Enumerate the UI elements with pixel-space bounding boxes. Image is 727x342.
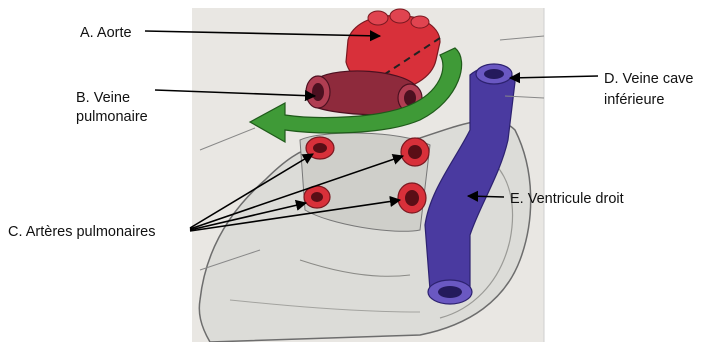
label-ventricule-droit: E. Ventricule droit	[510, 190, 624, 209]
pulmonary-artery-1-lumen	[313, 143, 327, 153]
pulmonary-vein-left-lumen	[312, 83, 324, 101]
label-arteres-pulmonaires: C. Artères pulmonaires	[8, 223, 155, 242]
pulmonary-artery-2-lumen	[311, 192, 323, 202]
pulmonary-artery-4-lumen	[405, 190, 419, 206]
label-veine-cave-line1: D. Veine cave	[604, 70, 693, 89]
aorta-branch-3	[411, 16, 429, 28]
vena-cava-top-lumen	[484, 69, 504, 79]
vena-cava-bottom-lumen	[438, 286, 462, 298]
aorta-branch-1	[368, 11, 388, 25]
leader-ventricule	[468, 196, 504, 197]
pulmonary-artery-3-lumen	[408, 145, 422, 159]
label-veine-pulmonaire-line2: pulmonaire	[76, 108, 148, 127]
label-veine-pulmonaire-line1: B. Veine	[76, 89, 130, 108]
label-veine-cave-line2: inférieure	[604, 91, 664, 110]
aorta-branch-2	[390, 9, 410, 23]
label-aorte: A. Aorte	[80, 24, 132, 43]
